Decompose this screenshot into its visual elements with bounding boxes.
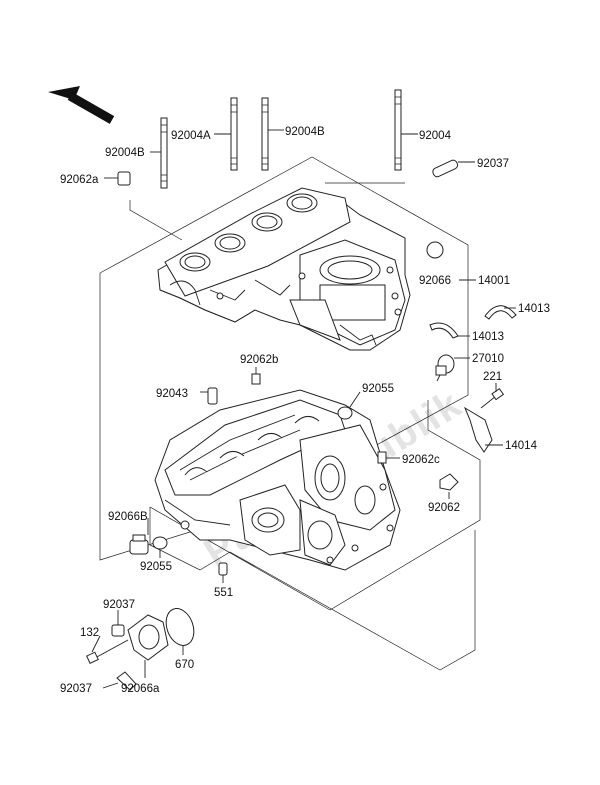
plate-14014 <box>463 406 493 453</box>
label-221: 221 <box>483 371 502 383</box>
label-14014: 14014 <box>505 440 538 452</box>
oring-92055-top <box>337 406 353 420</box>
dowel-92062b <box>251 373 261 385</box>
leader-lines <box>91 129 516 689</box>
dowel-92062a <box>117 171 131 186</box>
label-92004A: 92004A <box>171 130 211 142</box>
bearing-14013-b <box>429 322 459 339</box>
label-92066B: 92066B <box>108 511 148 523</box>
pin-551 <box>218 562 228 576</box>
label-92037-bot: 92037 <box>60 683 92 695</box>
lower-guide-frame <box>149 400 481 671</box>
plug-92062 <box>439 473 459 491</box>
dowel-92062c <box>377 451 387 464</box>
label-132: 132 <box>80 627 99 639</box>
label-92004B-left: 92004B <box>105 147 145 159</box>
oring-92055-left <box>152 536 168 550</box>
cover-92066a <box>127 614 169 661</box>
bolt-132 <box>86 639 129 664</box>
label-92055-top: 92055 <box>362 383 394 395</box>
dowel-92043 <box>207 387 218 405</box>
label-92066-top: 92066 <box>419 275 451 287</box>
label-92062a: 92062a <box>60 174 99 186</box>
label-92055-left: 92055 <box>140 561 172 573</box>
label-92037-top: 92037 <box>477 158 509 170</box>
oring-670 <box>165 608 195 646</box>
upper-crankcase <box>157 187 411 351</box>
label-92043: 92043 <box>156 388 188 400</box>
label-92066a: 92066a <box>121 683 160 695</box>
label-92062b: 92062b <box>240 354 278 366</box>
switch-27010 <box>435 354 455 382</box>
lower-crankcase <box>154 389 401 571</box>
clamp-92037-bot <box>116 671 137 691</box>
stud-92004 <box>394 89 402 171</box>
stud-92004B-left <box>160 117 168 189</box>
plug-92066-top <box>426 241 444 259</box>
clamp-92037-mid <box>111 624 125 637</box>
label-14001: 14001 <box>478 275 510 287</box>
label-14013-a: 14013 <box>518 303 550 315</box>
clamp-92037-top <box>432 159 459 178</box>
bolt-221 <box>480 387 505 409</box>
label-551: 551 <box>214 587 233 599</box>
label-670: 670 <box>175 659 194 671</box>
label-92004: 92004 <box>419 130 452 142</box>
label-27010: 27010 <box>472 353 504 365</box>
stud-92004B-top <box>261 97 269 171</box>
label-92062c: 92062c <box>402 454 440 466</box>
label-92004B-top: 92004B <box>285 126 325 138</box>
label-92037-mid: 92037 <box>103 599 135 611</box>
part-labels: 92004A 92004B 92004 92004B 92062a 92037 … <box>60 126 550 695</box>
label-92062: 92062 <box>428 502 460 514</box>
bearing-14013-a <box>484 305 517 320</box>
direction-arrow-icon <box>48 86 115 124</box>
stud-92004A <box>230 97 238 171</box>
plug-92066B <box>129 534 149 555</box>
label-14013-b: 14013 <box>472 331 504 343</box>
